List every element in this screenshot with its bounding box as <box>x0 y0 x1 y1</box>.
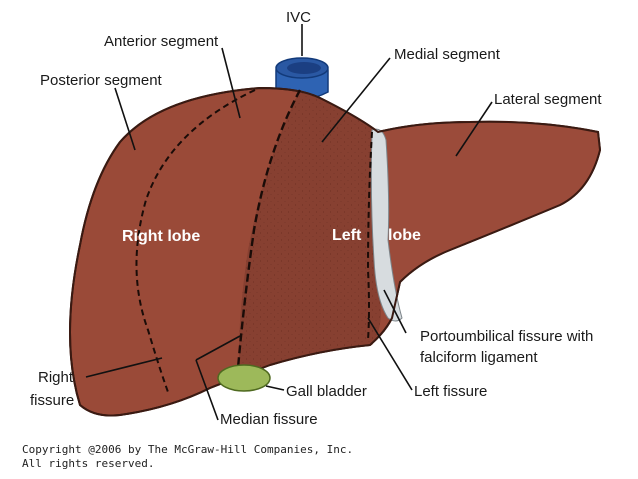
right-lobe-label: Right lobe <box>122 228 200 245</box>
copyright-line2: All rights reserved. <box>22 457 155 470</box>
right-fissure-label-line1: Right <box>38 369 74 386</box>
left-fissure-line <box>366 131 373 341</box>
copyright-line1: Copyright @2006 by The McGraw-Hill Compa… <box>22 443 354 456</box>
right-fissure-label-line2: fissure <box>30 392 74 409</box>
lateral-segment-region <box>378 121 600 318</box>
left-lobe-label-left: Left <box>332 227 362 244</box>
median-fissure-line <box>236 89 302 369</box>
medial-segment-label: Medial segment <box>394 46 501 63</box>
median-fissure-label: Median fissure <box>220 411 318 428</box>
posterior-segment-label: Posterior segment <box>40 72 163 89</box>
falciform-ligament <box>370 128 403 322</box>
anterior-segment-label: Anterior segment <box>104 33 219 50</box>
portoumbilical-label-line2: falciform ligament <box>420 349 538 366</box>
gall-bladder-label: Gall bladder <box>286 383 367 400</box>
ivc-label: IVC <box>286 9 311 26</box>
copyright-notice: Copyright @2006 by The McGraw-Hill Compa… <box>22 443 353 471</box>
leader-lines <box>85 24 493 421</box>
gall-bladder <box>217 364 271 392</box>
lateral-segment-label: Lateral segment <box>494 91 602 108</box>
left-fissure-label: Left fissure <box>414 383 487 400</box>
portoumbilical-label-line1: Portoumbilical fissure with <box>420 328 593 345</box>
right-fissure-line <box>135 89 256 393</box>
left-lobe-label-right: lobe <box>388 227 421 244</box>
